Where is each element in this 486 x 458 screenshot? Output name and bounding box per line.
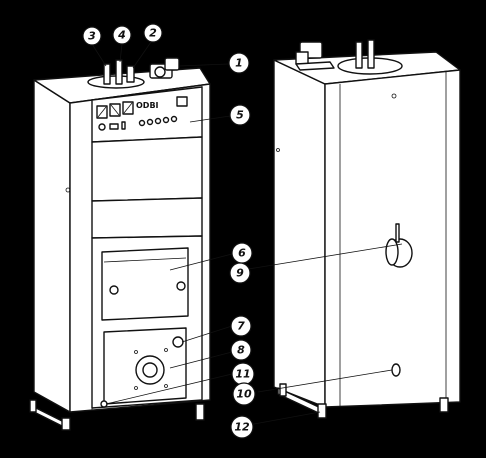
callout-6: 6 bbox=[231, 242, 253, 264]
svg-text:8: 8 bbox=[237, 344, 245, 357]
callout-10: 10 bbox=[232, 382, 256, 406]
callout-8: 8 bbox=[230, 339, 252, 361]
callout-7: 7 bbox=[230, 315, 252, 337]
svg-text:11: 11 bbox=[235, 368, 250, 381]
control-panel: ODBI bbox=[91, 86, 203, 143]
rear-boiler-feet bbox=[277, 383, 449, 419]
middle-panel bbox=[91, 197, 203, 239]
callout-12: 12 bbox=[230, 415, 254, 439]
svg-text:10: 10 bbox=[236, 388, 252, 401]
upper-door bbox=[91, 136, 203, 202]
rear-boiler bbox=[273, 39, 461, 419]
sensor-2 bbox=[126, 65, 135, 83]
door-handle-right bbox=[176, 281, 186, 291]
callout-1: 1 bbox=[228, 52, 250, 74]
rear-pipe-b bbox=[367, 39, 375, 69]
drain-connection-10 bbox=[391, 363, 401, 377]
callout-3: 3 bbox=[82, 26, 102, 46]
svg-text:5: 5 bbox=[236, 109, 244, 122]
loading-door bbox=[101, 247, 189, 321]
callout-11: 11 bbox=[231, 362, 255, 386]
svg-text:12: 12 bbox=[234, 421, 250, 434]
svg-text:1: 1 bbox=[235, 57, 243, 70]
sight-glass-7 bbox=[172, 336, 184, 348]
svg-text:9: 9 bbox=[236, 267, 244, 280]
svg-text:2: 2 bbox=[149, 27, 157, 40]
callouts: 3 4 2 1 5 6 9 7 bbox=[82, 23, 256, 439]
svg-text:6: 6 bbox=[238, 247, 246, 260]
callout-5: 5 bbox=[229, 104, 251, 126]
svg-text:4: 4 bbox=[117, 29, 126, 42]
svg-text:7: 7 bbox=[237, 320, 245, 333]
front-boiler-feet bbox=[29, 399, 205, 431]
front-boiler: ODBI bbox=[29, 57, 211, 431]
pipe-3 bbox=[103, 63, 111, 85]
svg-text:3: 3 bbox=[88, 30, 96, 43]
door-hinge-left bbox=[109, 285, 119, 295]
front-boiler-side-panel bbox=[33, 79, 71, 413]
callout-4: 4 bbox=[112, 25, 132, 45]
pipe-4 bbox=[115, 59, 123, 85]
fan-motor-1 bbox=[149, 57, 180, 79]
brand-label: ODBI bbox=[136, 101, 159, 110]
rear-pipe-a bbox=[355, 41, 363, 69]
rear-boiler-side-panel bbox=[273, 59, 326, 408]
callout-2: 2 bbox=[143, 23, 163, 43]
leader-lines bbox=[91, 41, 403, 429]
callout-9: 9 bbox=[229, 262, 251, 284]
rear-fan-unit bbox=[295, 41, 335, 71]
